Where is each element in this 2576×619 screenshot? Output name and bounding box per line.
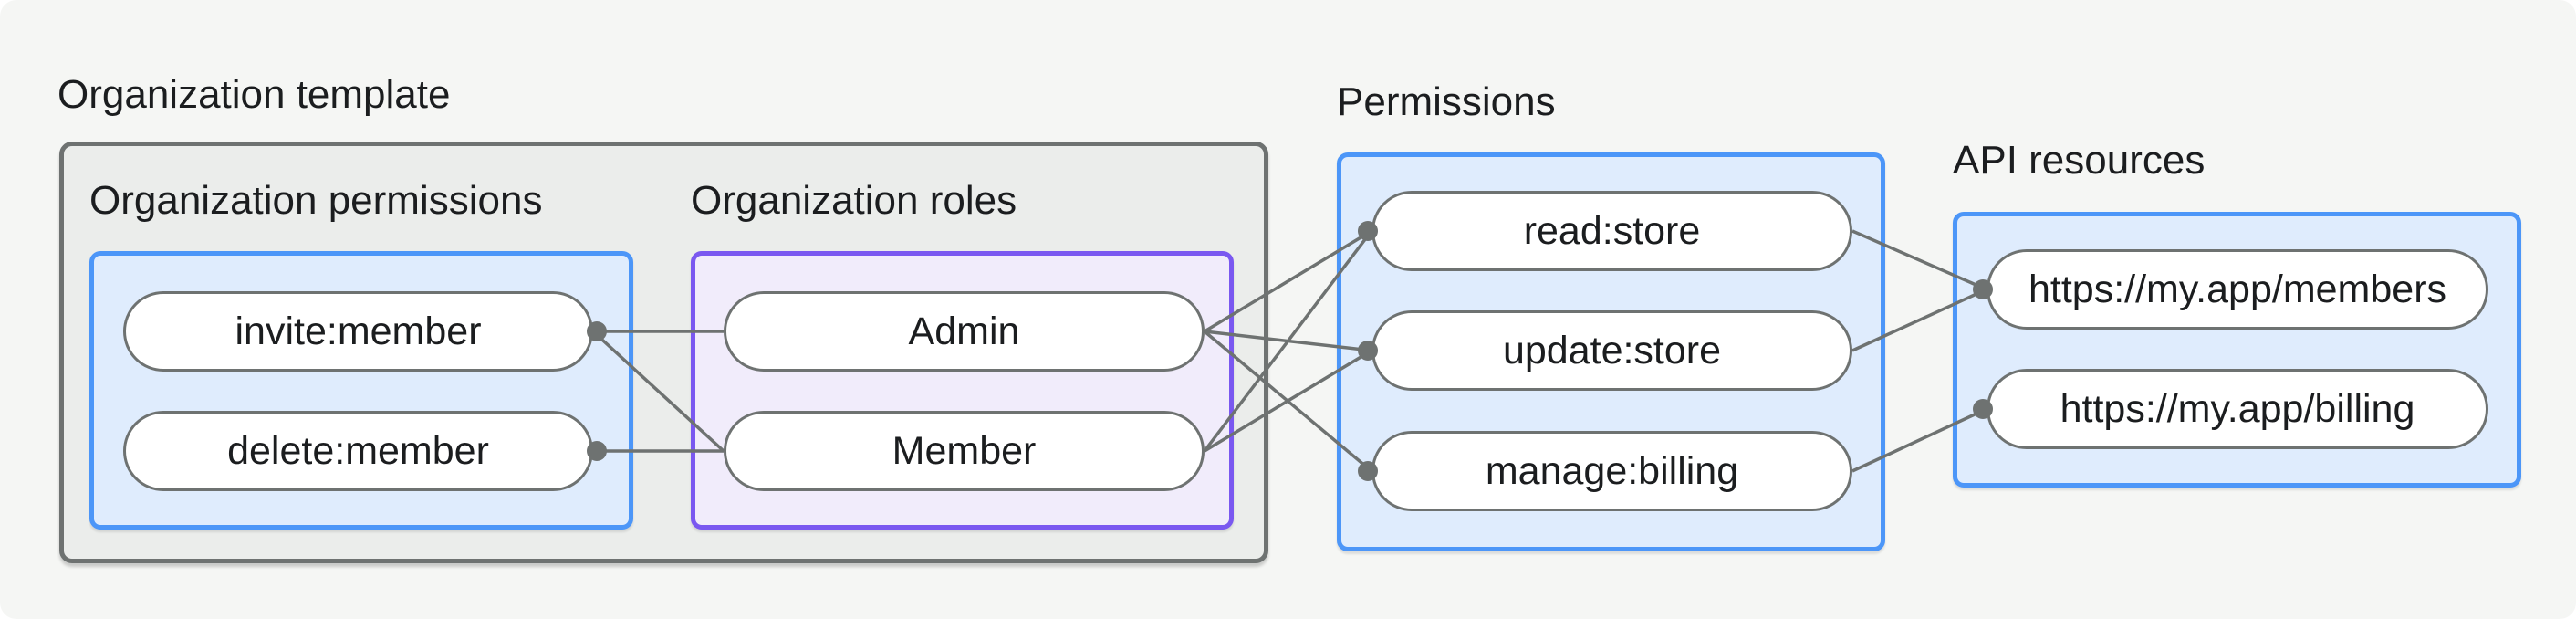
node-update-store: update:store: [1371, 310, 1852, 391]
node-invite-member: invite:member: [123, 291, 593, 372]
node-api-billing-url: https://my.app/billing: [1987, 369, 2488, 449]
organization-roles-label: Organization roles: [691, 178, 1017, 223]
organization-template-title: Organization template: [57, 72, 451, 117]
node-api-members-url: https://my.app/members: [1987, 249, 2488, 330]
api-resources-label: API resources: [1953, 138, 2206, 183]
organization-permissions-label: Organization permissions: [89, 178, 543, 223]
node-admin-role: Admin: [724, 291, 1205, 372]
node-member-role: Member: [724, 411, 1205, 491]
node-manage-billing: manage:billing: [1371, 431, 1852, 511]
permissions-label: Permissions: [1337, 79, 1556, 124]
node-delete-member: delete:member: [123, 411, 593, 491]
node-read-store: read:store: [1371, 191, 1852, 271]
